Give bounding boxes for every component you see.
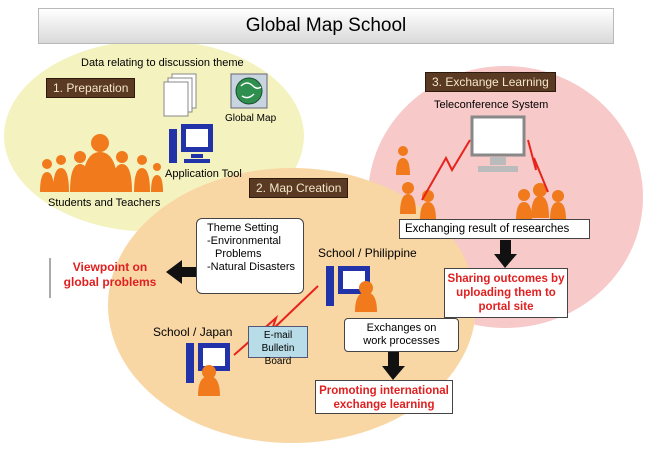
theme-line: -Natural Disasters [207, 261, 296, 273]
theme-box: Theme Setting -Environmental Problems -N… [196, 218, 304, 294]
sharing-line: uploading them to [456, 287, 556, 299]
theme-line: -Environmental [207, 235, 281, 247]
promoting-line: exchange learning [333, 399, 435, 411]
viewpoint-text: Viewpoint on global problems [56, 260, 164, 290]
exchanges-line: work processes [363, 335, 440, 347]
teleconference-caption: Teleconference System [434, 99, 549, 111]
theme-line: Problems [215, 248, 262, 260]
global-map-caption: Global Map [225, 113, 277, 124]
viewpoint-line: Viewpoint on [72, 260, 148, 274]
exchanges-line: Exchanges on [366, 322, 437, 334]
exchange-learning-label: 3. Exchange Learning [425, 72, 556, 92]
school-philippine-caption: School / Philippine [318, 246, 417, 260]
viewpoint-line: global problems [63, 275, 157, 289]
promoting-box: Promoting international exchange learnin… [315, 380, 453, 414]
document-stack-icon [163, 73, 197, 117]
sharing-line: portal site [478, 301, 534, 313]
bulletin-line: E-mail [263, 330, 293, 341]
globe-map-icon [230, 73, 268, 109]
school-japan-caption: School / Japan [153, 325, 233, 339]
bulletin-line: Bulletin Board [261, 343, 295, 367]
monitor-icon [470, 115, 526, 172]
bulletin-board-box: E-mail Bulletin Board [248, 326, 308, 367]
arrow-down-icon [382, 350, 405, 380]
arrow-left-icon [166, 260, 196, 284]
arrow-down-icon [494, 240, 517, 268]
lightning-link-icon [527, 139, 549, 193]
computer-icon [326, 266, 377, 312]
result-box: Exchanging result of researches [399, 219, 590, 239]
preparation-label: 1. Preparation [46, 78, 136, 98]
page-title: Global Map School [38, 8, 614, 44]
theme-line: Theme Setting [207, 222, 279, 234]
sharing-line: Sharing outcomes by [447, 273, 565, 285]
exchange-people-icon [396, 146, 566, 220]
people-group-icon [40, 134, 163, 192]
students-caption: Students and Teachers [48, 197, 161, 209]
computer-icon [186, 343, 230, 396]
sharing-box: Sharing outcomes by uploading them to po… [444, 268, 568, 318]
exchanges-box: Exchanges on work processes [344, 318, 459, 352]
lightning-link-icon [421, 139, 471, 201]
data-caption: Data relating to discussion theme [81, 57, 244, 69]
map-creation-label: 2. Map Creation [249, 178, 349, 198]
computer-icon [169, 124, 213, 163]
promoting-line: Promoting international [319, 385, 449, 397]
title-text: Global Map School [245, 15, 407, 36]
application-tool-caption: Application Tool [165, 168, 242, 180]
